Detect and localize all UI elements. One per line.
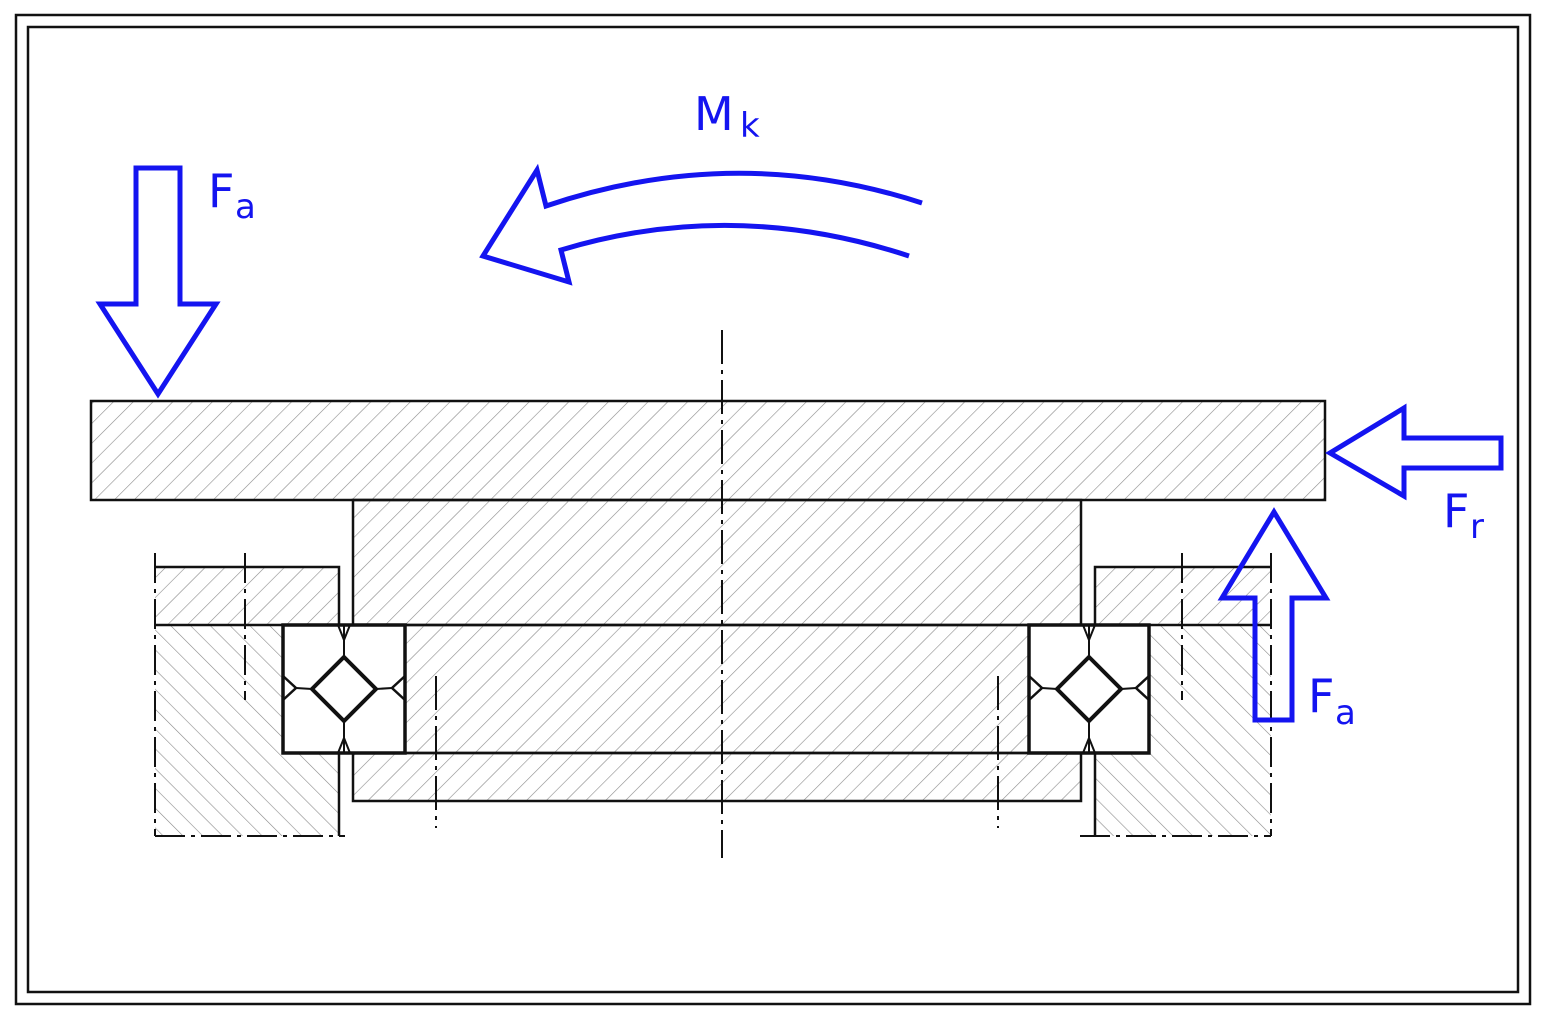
drawing-frame [14,13,1532,1006]
axial-force-top-sub: a [235,187,256,227]
hub-body [351,498,1083,627]
center-lines [435,330,999,858]
moment-sub: k [740,106,760,146]
radial-force-arrow [1325,403,1504,501]
left-bearing [281,623,407,755]
hub-lower [403,623,1031,755]
table-plate [89,399,1327,502]
axial-force-bottom-sub: a [1335,693,1356,733]
tilting-moment-label: M k [694,87,760,146]
clamping-ring [351,751,1083,803]
radial-force-label: F r [1443,484,1484,547]
axial-force-label-bottom: F a [1308,669,1356,733]
right-bearing [1027,623,1151,755]
axial-force-arrow-down [95,165,221,399]
axial-force-arrow-up [1217,507,1331,723]
axial-force-bottom-main: F [1308,669,1334,723]
axial-force-top-main: F [208,164,234,218]
tilting-moment-arrow [479,163,923,286]
axial-force-label-top: F a [208,164,256,227]
radial-force-sub: r [1470,507,1484,547]
radial-force-main: F [1443,484,1469,538]
moment-main: M [694,87,734,141]
